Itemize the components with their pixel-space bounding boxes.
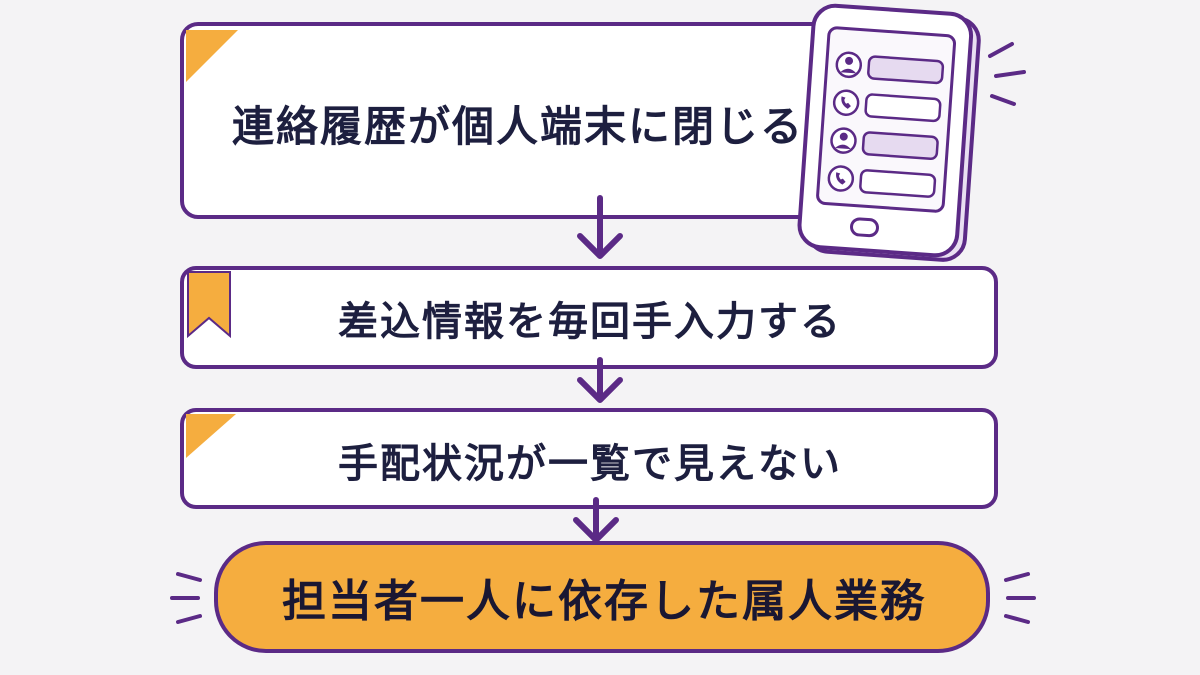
down-arrow-icon	[577, 195, 623, 259]
step-2-box	[180, 266, 998, 369]
bookmark-tab-icon	[187, 271, 231, 339]
step-3-box	[180, 408, 998, 509]
person-icon	[830, 127, 857, 154]
step-2-label: 差込情報を毎回手入力する	[338, 298, 842, 345]
smartphone-icon	[797, 3, 1026, 262]
result-label: 担当者一人に依存した属人業務	[282, 576, 926, 627]
corner-tab-icon	[186, 414, 236, 458]
down-arrow-icon	[573, 497, 619, 543]
emphasis-lines-right	[1004, 572, 1036, 624]
vibration-lines	[988, 42, 1026, 106]
corner-tab-icon	[186, 30, 238, 82]
down-arrow-icon	[577, 357, 623, 403]
emphasis-lines-left	[170, 572, 202, 624]
step-3-label: 手配状況が一覧で見えない	[338, 441, 842, 487]
result-box	[214, 541, 990, 653]
phone-icon	[832, 89, 860, 116]
person-icon	[835, 51, 863, 79]
step-1-label: 連絡履歴が個人端末に閉じる	[232, 101, 805, 151]
phone-icon	[827, 165, 855, 192]
